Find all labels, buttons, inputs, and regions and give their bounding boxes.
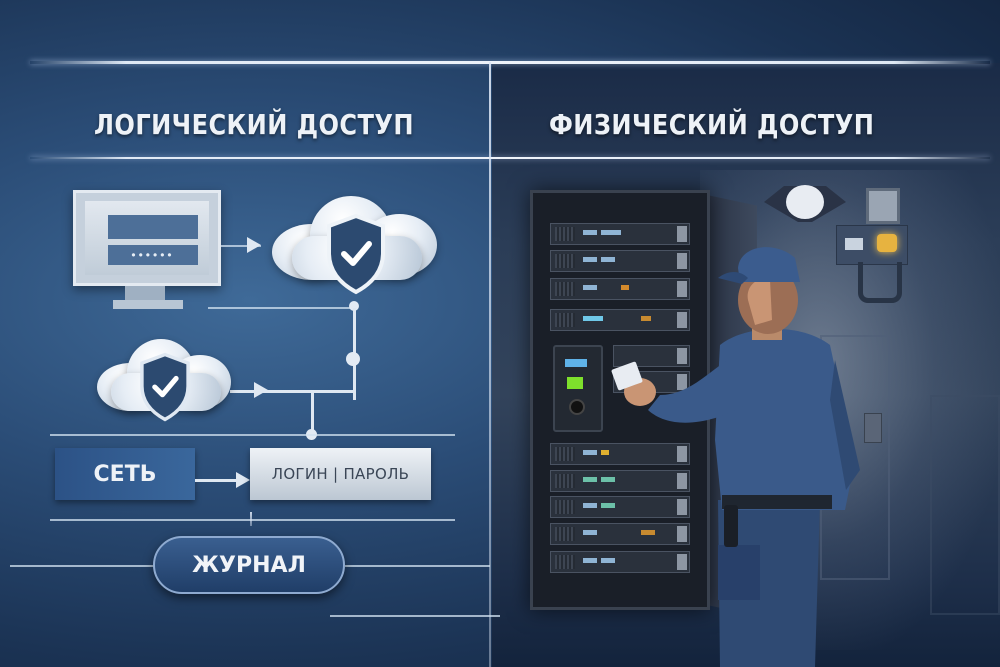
network-label: СЕТЬ [55, 448, 195, 500]
door-lock [864, 413, 882, 443]
center-divider [489, 62, 491, 667]
journal-button[interactable]: ЖУРНАЛ [153, 536, 345, 594]
login-password-box: ЛОГИН | ПАРОЛЬ [250, 448, 431, 500]
alarm-lamp-icon [877, 234, 897, 252]
card-reader [553, 345, 603, 432]
arrow-icon [254, 382, 268, 398]
arrow-icon [247, 237, 261, 253]
junction-dot [346, 352, 360, 366]
access-granted-led [567, 377, 583, 389]
arrow-icon [236, 472, 250, 488]
logical-access-title: ЛОГИЧЕСКИЙ ДОСТУП [94, 108, 414, 141]
junction-dot [349, 301, 359, 311]
wall-sign [866, 188, 900, 224]
shield-check-icon [327, 213, 385, 295]
security-camera-icon [764, 185, 846, 222]
physical-access-title: ФИЗИЧЕСКИЙ ДОСТУП [549, 108, 875, 141]
shield-check-icon [140, 352, 190, 422]
reader-display [565, 359, 587, 367]
password-mask: •••••• [108, 245, 198, 265]
top-divider [30, 61, 990, 64]
header-divider [30, 157, 990, 159]
access-control-panel [836, 225, 908, 265]
